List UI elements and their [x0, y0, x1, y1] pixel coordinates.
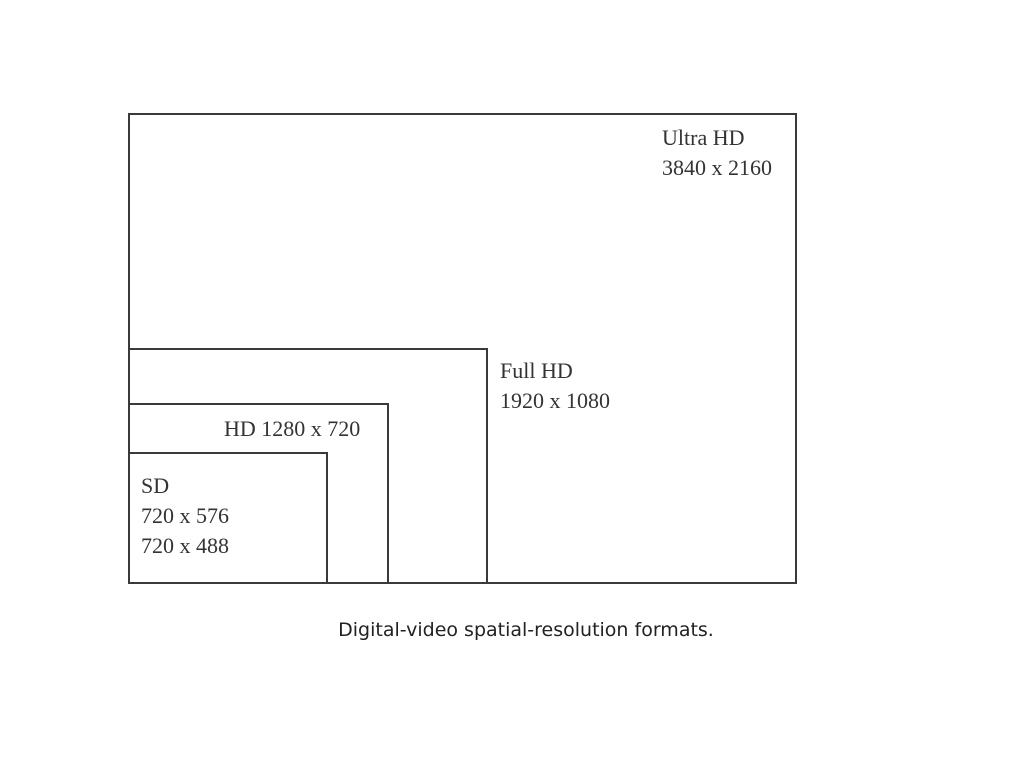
sd-name: SD: [141, 473, 170, 498]
ultra-hd-name: Ultra HD: [662, 125, 745, 150]
ultra-hd-resolution: 3840 x 2160: [662, 155, 772, 180]
sd-label: SD 720 x 576 720 x 488: [141, 471, 229, 561]
full-hd-resolution: 1920 x 1080: [500, 388, 610, 413]
sd-frame: [128, 452, 328, 584]
sd-resolution-2: 720 x 488: [141, 533, 229, 558]
sd-resolution-1: 720 x 576: [141, 503, 229, 528]
full-hd-label: Full HD 1920 x 1080: [500, 356, 610, 416]
hd-name-resolution: HD 1280 x 720: [224, 416, 361, 441]
full-hd-name: Full HD: [500, 358, 573, 383]
hd-label: HD 1280 x 720: [224, 414, 360, 444]
ultra-hd-label: Ultra HD 3840 x 2160: [662, 123, 772, 183]
figure-caption: Digital-video spatial-resolution formats…: [338, 619, 714, 641]
